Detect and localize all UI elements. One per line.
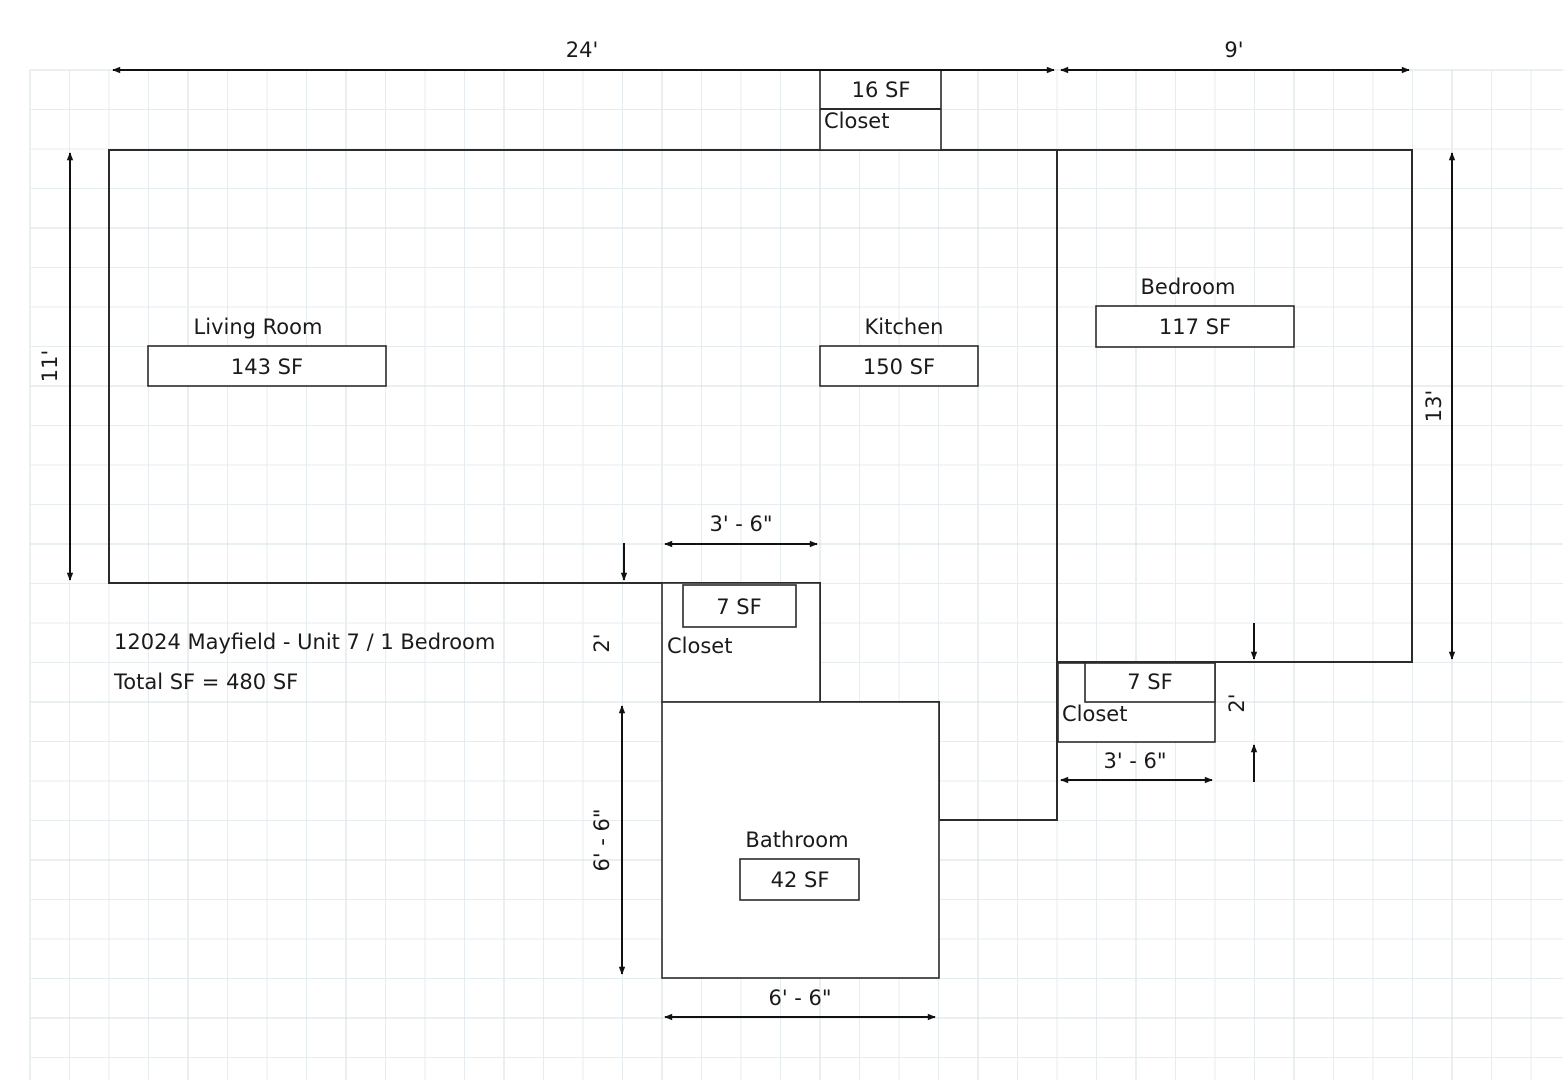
closet-middle-area: 7 SF bbox=[716, 595, 761, 619]
dim-closet-middle-width-label: 3' - 6" bbox=[709, 512, 772, 536]
bathroom-name: Bathroom bbox=[745, 828, 848, 852]
kitchen-name: Kitchen bbox=[865, 315, 944, 339]
project-title: 12024 Mayfield - Unit 7 / 1 Bedroom bbox=[114, 630, 495, 654]
dim-right-height-label: 13' bbox=[1422, 390, 1446, 423]
bedroom-name: Bedroom bbox=[1141, 275, 1236, 299]
dim-closet-bedroom-depth-label: 2' bbox=[1225, 693, 1249, 712]
bedroom-area-box bbox=[1095, 305, 1295, 348]
dim-left-height-label: 11' bbox=[38, 350, 62, 383]
dim-closet-middle-depth-label: 2' bbox=[590, 633, 614, 652]
closet-bedroom[interactable]: 7 SF Closet bbox=[1057, 662, 1216, 743]
kitchen-area: 150 SF bbox=[863, 355, 935, 379]
kitchen[interactable]: Kitchen 150 SF bbox=[819, 315, 979, 387]
closet-bedroom-name: Closet bbox=[1062, 702, 1127, 726]
living-room-area-box bbox=[147, 345, 387, 387]
dim-top-width-label: 24' bbox=[566, 38, 599, 62]
living-room[interactable]: Living Room 143 SF bbox=[147, 315, 387, 387]
dim-closet-bedroom-width-label: 3' - 6" bbox=[1103, 749, 1166, 773]
closet-top-area: 16 SF bbox=[852, 78, 911, 102]
dim-bathroom-width-label: 6' - 6" bbox=[768, 986, 831, 1010]
closet-middle-area-box bbox=[682, 584, 797, 628]
living-room-name: Living Room bbox=[194, 315, 323, 339]
bathroom-outline bbox=[661, 701, 940, 979]
closet-top-name: Closet bbox=[824, 109, 889, 133]
bedroom-area: 117 SF bbox=[1159, 315, 1231, 339]
kitchen-area-box bbox=[819, 345, 979, 387]
closet-bedroom-area-box bbox=[1084, 662, 1216, 703]
total-area: Total SF = 480 SF bbox=[113, 670, 298, 694]
closet-middle[interactable]: 7 SF Closet bbox=[661, 582, 821, 703]
bathroom-area: 42 SF bbox=[771, 868, 830, 892]
closet-bedroom-area: 7 SF bbox=[1127, 670, 1172, 694]
dimensions: 24' 9' 11' 13' 3' - 6" 2' 6' - 6" 6' - 6… bbox=[38, 38, 1456, 1021]
closet-middle-name: Closet bbox=[667, 634, 732, 658]
bathroom-area-box bbox=[739, 858, 860, 901]
dim-bedroom-width-label: 9' bbox=[1224, 38, 1243, 62]
living-room-area: 143 SF bbox=[231, 355, 303, 379]
closet-top[interactable]: 16 SF Closet bbox=[819, 69, 942, 151]
bedroom[interactable]: Bedroom 117 SF bbox=[1095, 275, 1295, 348]
dim-bathroom-height-label: 6' - 6" bbox=[590, 808, 614, 871]
bathroom[interactable]: Bathroom 42 SF bbox=[661, 701, 940, 979]
